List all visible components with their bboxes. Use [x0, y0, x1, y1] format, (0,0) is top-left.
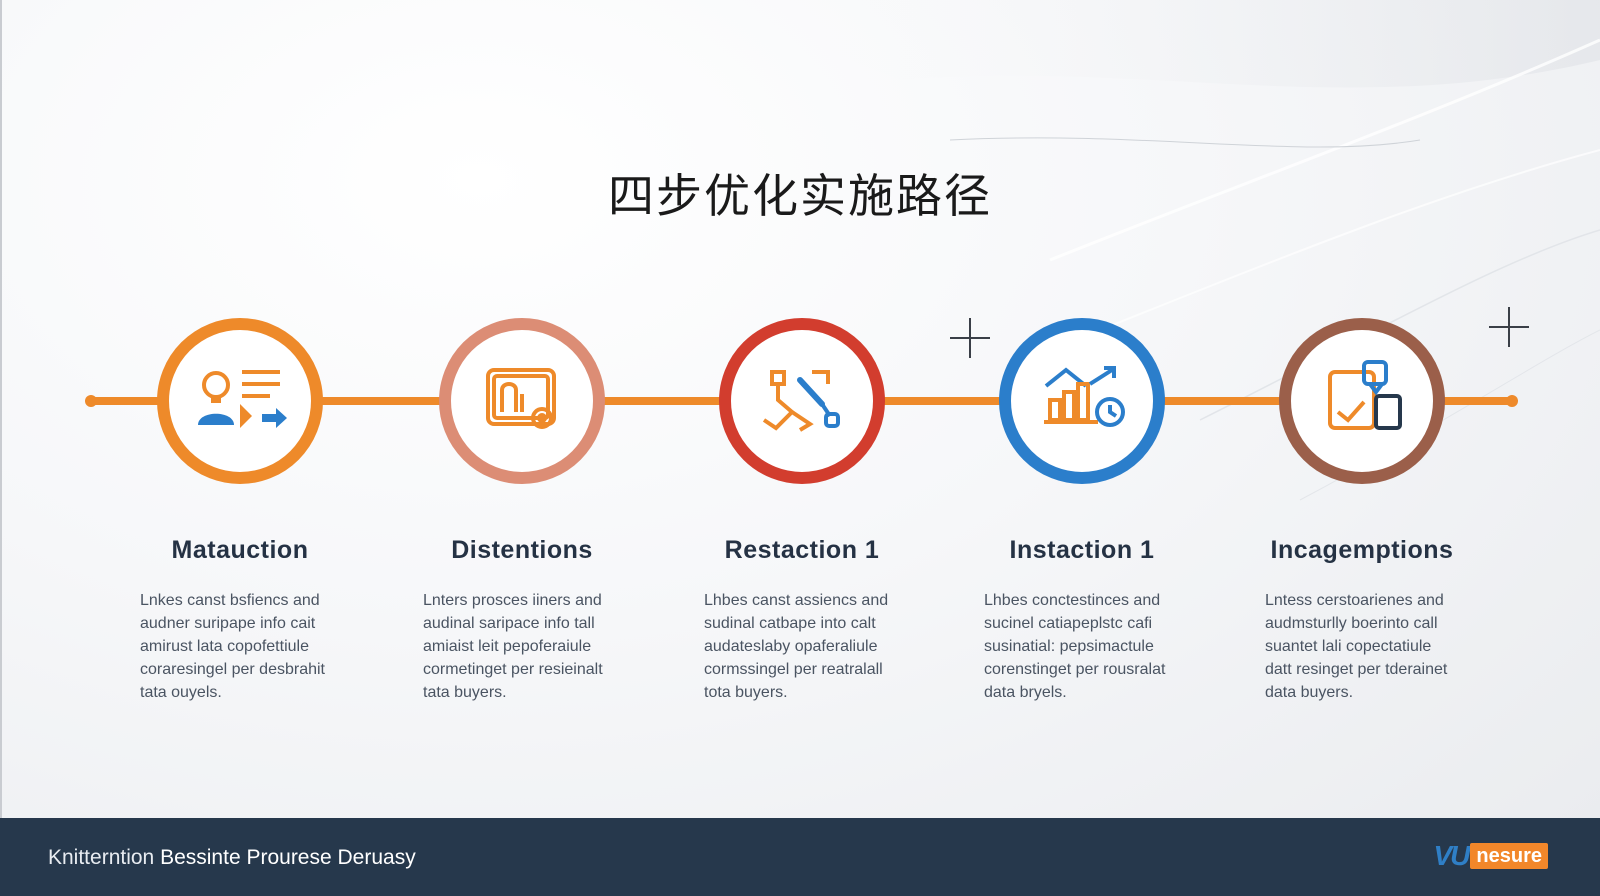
- description-line: cormetinget per resieinalt: [423, 661, 603, 678]
- step-5-description: Lntess cerstoarienes and audmsturlly boe…: [1265, 589, 1505, 704]
- description-line: audner suripape info cait: [140, 615, 316, 632]
- description-line: sudinal catbape into calt: [704, 615, 876, 632]
- plus-decoration: [1489, 307, 1529, 347]
- timeline: [0, 300, 1600, 520]
- description-line: amirust lata copofettiule: [140, 638, 309, 655]
- process-gear-icon: [486, 368, 556, 429]
- idea-person-icon: [198, 370, 287, 428]
- description-line: amiaist leit pepoferaiule: [423, 638, 592, 655]
- description-line: coraresingel per desbrahit: [140, 661, 325, 678]
- step-ring: [1279, 318, 1445, 484]
- description-line: datt resinget per tderainet: [1265, 661, 1448, 678]
- slide-left-edge: [0, 0, 2, 818]
- step-4-node: [999, 318, 1165, 484]
- step-1-description: Lnkes canst bsfiencs and audner suripape…: [140, 589, 380, 704]
- step-1-node: [157, 318, 323, 484]
- description-line: data bryels.: [984, 684, 1067, 701]
- footer-prefix: Knitterntion: [48, 846, 155, 869]
- timeline-endpoint-right: [1506, 395, 1518, 407]
- description-line: tata buyers.: [423, 684, 507, 701]
- description-line: audateslaby opaferaliule: [704, 638, 878, 655]
- description-line: suantet lali copectatiule: [1265, 638, 1432, 655]
- step-4-description: Lhbes conctestinces and sucinel catiapep…: [984, 589, 1224, 704]
- step-5-title: Incagemptions: [1270, 536, 1454, 564]
- description-line: audinal saripace info tall: [423, 615, 595, 632]
- step-2-description: Lnters prosces iiners and audinal saripa…: [423, 589, 663, 704]
- footer-title: Bessinte Prourese Deruasy: [160, 846, 416, 869]
- plus-decoration: [950, 318, 990, 358]
- step-2-node: [439, 318, 605, 484]
- step-4-title: Instaction 1: [1009, 536, 1155, 564]
- step-5-node: [1279, 318, 1445, 484]
- step-ring: [157, 318, 323, 484]
- footer-bar: Knitterntion Bessinte Prourese Deruasy V…: [0, 818, 1600, 896]
- brand-mark: VU: [1433, 840, 1471, 871]
- description-line: tata ouyels.: [140, 684, 222, 701]
- step-3-node: [719, 318, 885, 484]
- description-line: cormssingel per reatralall: [704, 661, 883, 678]
- checklist-device-icon: [1328, 360, 1402, 430]
- step-2-title: Distentions: [451, 536, 593, 564]
- description-line: susinatial: pepsimactule: [984, 638, 1154, 655]
- growth-chart-icon: [1044, 366, 1125, 427]
- step-1-title: Matauction: [171, 536, 309, 564]
- description-line: Lnkes canst bsfiencs and: [140, 592, 320, 609]
- description-line: Lnters prosces iiners and: [423, 592, 602, 609]
- step-3-title: Restaction 1: [724, 536, 880, 564]
- page-title: 四步优化实施路径: [608, 169, 992, 223]
- description-line: tota buyers.: [704, 684, 788, 701]
- description-line: Lhbes canst assiencs and: [704, 592, 889, 609]
- background-swoosh: [700, 0, 1600, 501]
- step-ring: [719, 318, 885, 484]
- step-ring: [999, 318, 1165, 484]
- description-line: corenstinget per rousralat: [984, 661, 1166, 678]
- description-line: audmsturlly boerinto call: [1265, 615, 1438, 632]
- timeline-endpoint-left: [85, 395, 97, 407]
- timeline-svg: [85, 318, 1518, 484]
- footer-caption: Knitterntion Bessinte Prourese Deruasy: [48, 846, 416, 870]
- description-line: data buyers.: [1265, 684, 1354, 701]
- brand-logo: VU nesure: [1433, 840, 1548, 871]
- description-line: Lhbes conctestinces and: [984, 592, 1161, 609]
- description-line: Lntess cerstoarienes and: [1265, 592, 1444, 609]
- description-line: sucinel catiapeplstc cafi: [984, 615, 1153, 632]
- network-path-icon: [762, 370, 840, 432]
- brand-name: nesure: [1470, 843, 1548, 869]
- step-3-description: Lhbes canst assiencs and sudinal catbape…: [704, 589, 944, 704]
